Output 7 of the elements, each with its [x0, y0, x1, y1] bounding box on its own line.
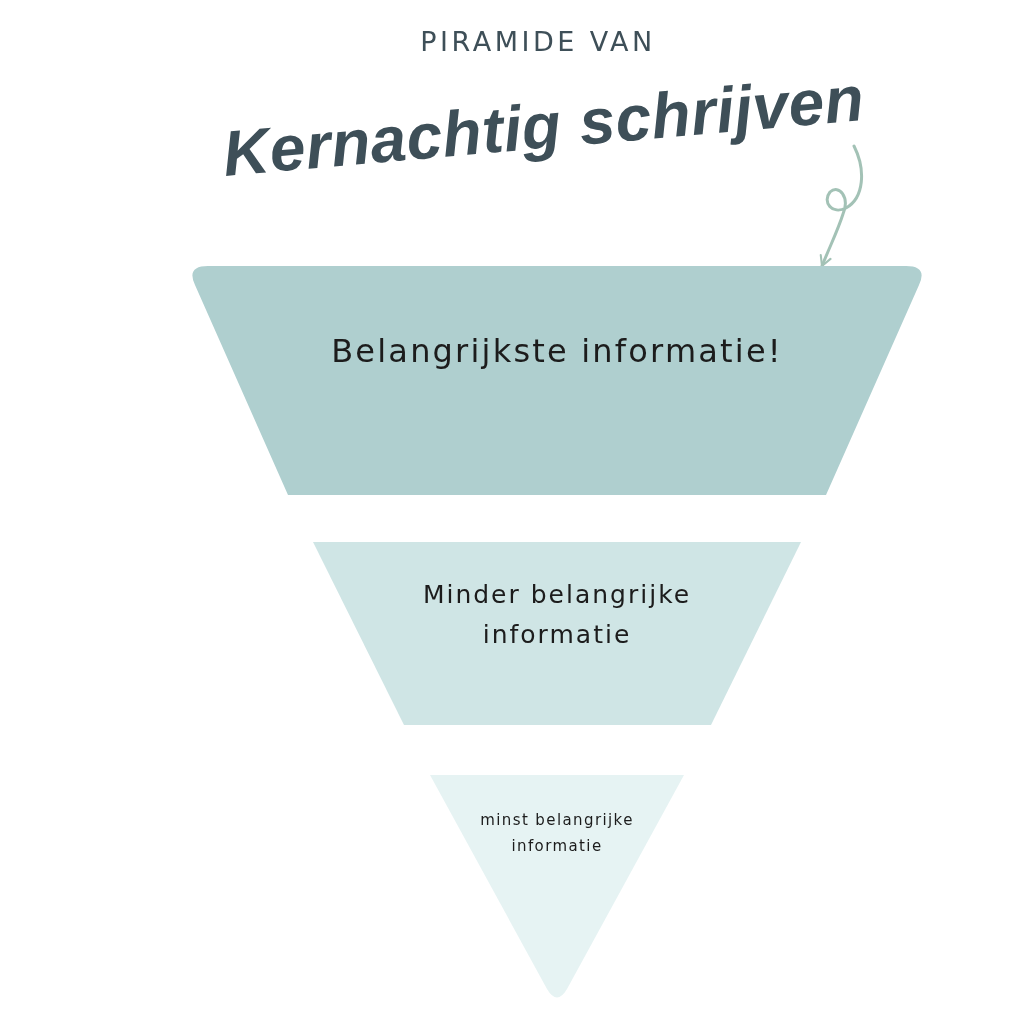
band-label: Belangrijkste informatie!: [331, 332, 783, 371]
band-label: minst belangrijke informatie: [479, 810, 635, 857]
funnel-level: [313, 542, 801, 725]
curly-arrow: [819, 144, 864, 268]
title: Kernachtig schrijven: [220, 62, 868, 192]
band-label: Minder belangrijke informatie: [421, 579, 693, 651]
subtitle: PIRAMIDE VAN: [420, 26, 656, 58]
